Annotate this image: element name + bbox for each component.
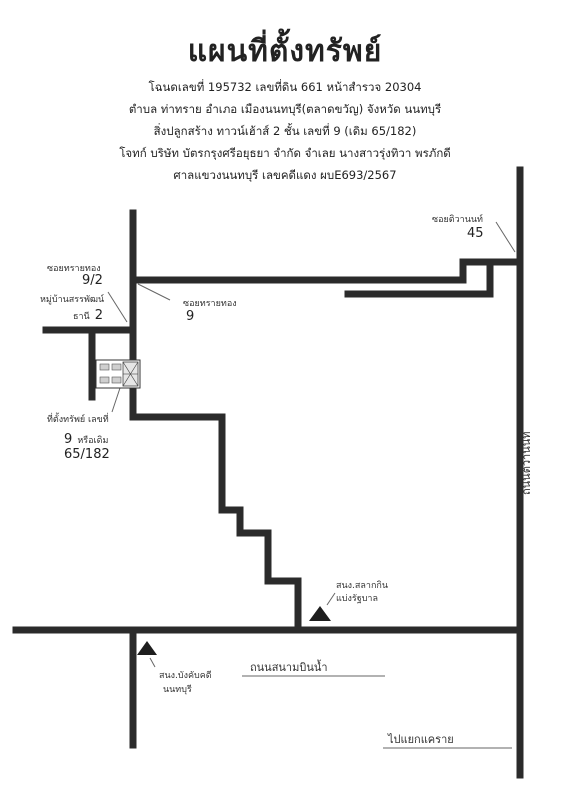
pointer-property	[111, 387, 121, 413]
label-lottery-office-line2: แบ่งรัฐบาล	[336, 594, 378, 604]
pointer-lottery	[326, 592, 336, 606]
label-enforcement-office-line2: นนทบุรี	[163, 685, 192, 695]
map-title: แผนที่ตั้งทรัพย์	[187, 34, 383, 69]
label-to-khae-rai: ไปแยกแคราย	[388, 733, 454, 746]
label-property-old: หรือเดิม	[77, 436, 109, 446]
label-village-prefix: ธานี	[73, 312, 90, 322]
pointer-soi-45	[495, 221, 516, 253]
road-soi-upper-branch	[344, 260, 494, 298]
label-tiwanon-road: ถนนติวานนท์	[520, 431, 533, 496]
label-soi-9-number: 9	[186, 309, 195, 324]
label-property-number-row: 9 หรือเดิม	[64, 428, 108, 447]
pointer-soi-9-2	[107, 291, 128, 323]
location-info-line: ตำบล ท่าทราย อำเภอ เมืองนนทบุรี(ตลาดขวัญ…	[128, 102, 442, 116]
label-soi-sai-thong-9-2: ซอยทรายทอง	[47, 264, 101, 274]
court-info-line: ศาลแขวงนนทบุรี เลขคดีแดง ผบE693/2567	[173, 168, 397, 182]
label-enforcement-office-line1: สนง.บังคับคดี	[159, 671, 212, 681]
label-village-line1: หมู่บ้านสรรพัฒน์	[40, 295, 105, 305]
label-lottery-office-line1: สนง.สลากกิน	[336, 581, 389, 591]
label-soi-45-number: 45	[467, 226, 484, 241]
label-soi-9-2-number: 9/2	[82, 273, 103, 288]
pointer-soi-9	[137, 283, 171, 301]
pointer-enforcement	[149, 657, 156, 668]
building-info-line: สิ่งปลูกสร้าง ทาวน์เฮ้าส์ 2 ชั้น เลขที่ …	[153, 124, 417, 138]
label-property-line1: ที่ตั้งทรัพย์ เลขที่	[47, 415, 109, 425]
road-soi-45-connector	[459, 258, 521, 284]
label-property-number: 9	[64, 432, 73, 447]
label-sanam-bin-nam-road: ถนนสนามบินน้ำ	[250, 661, 328, 674]
deed-info-line: โฉนดเลขที่ 195732 เลขที่ดิน 661 หน้าสำรว…	[148, 80, 422, 94]
label-soi-sai-thong-9: ซอยทรายทอง	[183, 299, 237, 309]
road-staircase	[218, 413, 302, 631]
parties-info-line: โจทก์ บริษัท บัตรกรุงศรีอยุธยา จำกัด จำเ…	[119, 146, 451, 160]
label-village-line2: ธานี 2	[73, 304, 103, 323]
label-property-old-number: 65/182	[64, 447, 110, 462]
townhouse-building-icon	[95, 359, 141, 389]
landmark-triangle-icon	[309, 606, 331, 621]
landmark-triangle-icon	[137, 641, 157, 655]
label-village-number: 2	[94, 308, 104, 323]
label-soi-tiwanon: ซอยติวานนท์	[432, 215, 483, 225]
